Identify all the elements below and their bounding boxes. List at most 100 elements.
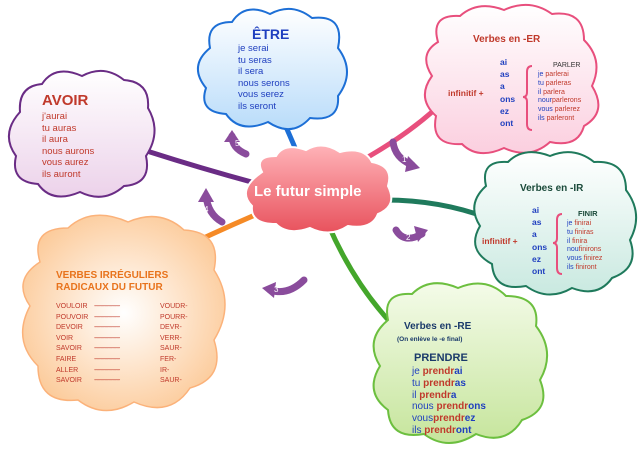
verb-form: parlera <box>543 88 565 96</box>
irreg-dash: ------------------- <box>94 366 120 374</box>
irreg-title-line1: VERBES IRRÉGULIERS <box>56 270 169 281</box>
irreg-stem: VOUDR- <box>160 303 188 310</box>
er-example-row: ils parleront <box>538 115 581 124</box>
verb-form: parlerai <box>545 71 569 78</box>
pronoun: ils <box>538 114 545 122</box>
etre-form: nous serons <box>238 77 290 89</box>
irreg-verb: ALLER <box>56 366 79 374</box>
verb-form: finira <box>572 237 588 245</box>
irreg-stem: SAUR- <box>160 345 182 353</box>
irreg-dash: ------------------- <box>94 324 120 332</box>
verb-ending: ez <box>464 413 476 425</box>
pronoun: vous <box>412 413 434 425</box>
pronoun: je <box>412 366 420 377</box>
arrow-1-icon <box>389 138 420 172</box>
pronoun: tu <box>412 377 421 389</box>
arrow-1-label: 1 <box>402 155 407 164</box>
ir-ending: ez <box>532 253 541 264</box>
etre-form: je serai <box>238 43 269 54</box>
ir-brace <box>552 213 563 275</box>
re-title: Verbes en -RE <box>404 321 472 332</box>
etre-form: tu seras <box>238 54 272 66</box>
pronoun: nous <box>412 401 434 413</box>
branch-ir <box>382 197 491 221</box>
cloud-avoir <box>8 69 156 198</box>
pronoun: tu <box>567 228 573 236</box>
verb-ending: a <box>450 389 457 401</box>
irreg-dash: ------------------- <box>94 377 120 385</box>
avoir-form: j'aurai <box>42 111 68 122</box>
pronoun: vous <box>538 106 553 114</box>
ir-example-row: vous finirez <box>567 255 602 264</box>
ir-example: je finirai tu finiras il finira nou fini… <box>567 220 602 273</box>
irreg-row: SAVOIR-------------------SAUR- <box>56 344 188 355</box>
irreg-verb: SAVOIR <box>56 377 82 385</box>
verb-form: finirez <box>583 255 603 263</box>
pronoun: je <box>567 220 573 227</box>
irreg-row: SAVOIR ------------------- SAUR- <box>56 376 188 387</box>
pronoun: il <box>412 389 417 401</box>
cloud-re <box>372 282 548 444</box>
er-ending: as <box>500 69 510 80</box>
irreg-verb: POUVOIR <box>56 313 89 321</box>
irreg-stem: VERR- <box>160 334 182 342</box>
pronoun: ils <box>567 263 574 271</box>
verb-form: finiront <box>575 263 597 271</box>
pronoun: tu <box>538 79 544 87</box>
arrow-5-label: 5 <box>235 139 240 148</box>
irreg-row: ALLER-------------------IR- <box>56 366 188 377</box>
verb-ending: as <box>454 377 466 389</box>
verb-stem: prendr <box>423 377 455 389</box>
etre-title: ÊTRE <box>252 26 290 42</box>
er-infinitif: infinitif + <box>448 88 484 98</box>
irreg-dash: ------------------- <box>94 355 120 363</box>
arrow-5-icon <box>224 130 250 158</box>
er-ending: ons <box>500 93 516 104</box>
er-example-row: il parlera <box>538 89 581 98</box>
avoir-title: AVOIR <box>42 92 89 109</box>
irreg-stem: SAUR- <box>160 377 182 385</box>
irreg-dash: ------------------- <box>94 334 120 342</box>
arrow-2-icon <box>392 226 428 242</box>
irreg-verb: VOIR <box>56 334 74 342</box>
ir-example-row: je finirai <box>567 220 602 229</box>
arrow-3-label: 3 <box>274 285 279 294</box>
verb-ending: ons <box>468 401 486 413</box>
er-example-row: je parlerai <box>538 71 581 80</box>
er-ending: ai <box>500 57 508 67</box>
irreg-row: POUVOIR-------------------POURR- <box>56 313 188 324</box>
verb-stem: prendr <box>436 401 469 413</box>
cloud-etre <box>197 7 348 130</box>
center-title: Le futur simple <box>254 183 362 200</box>
ir-example-title: FINIR <box>578 209 598 218</box>
irreg-title-line2: RADICAUX DU FUTUR <box>56 282 163 293</box>
arrow-3-icon <box>262 276 308 298</box>
er-title: Verbes en -ER <box>473 34 541 45</box>
verb-form: finirai <box>574 220 592 227</box>
er-ending: a <box>500 81 505 92</box>
ir-example-row: il finira <box>567 238 602 247</box>
verb-form: finiras <box>574 228 594 236</box>
pronoun: ils <box>412 424 422 436</box>
irreg-dash: ------------------- <box>94 303 120 310</box>
re-example-title: PRENDRE <box>414 352 468 364</box>
avoir-form: vous aurez <box>42 157 89 169</box>
ir-infinitif: infinitif + <box>482 236 518 246</box>
pronoun: vous <box>567 255 582 263</box>
arrow-4-label: 4 <box>204 205 209 214</box>
ir-endings: ai as a ons ez ont <box>532 204 547 277</box>
ir-ending: as <box>532 217 542 228</box>
arrow-2-label: 2 <box>406 233 411 242</box>
irreg-row: DEVOIR-------------------DEVR- <box>56 323 188 334</box>
er-example: je parlerai tu parleras il parlera nour … <box>538 71 581 124</box>
pronoun: nour <box>538 97 553 105</box>
ir-ending: a <box>532 229 537 240</box>
verb-stem: prendr <box>433 413 465 425</box>
cloud-irregular <box>21 214 226 412</box>
